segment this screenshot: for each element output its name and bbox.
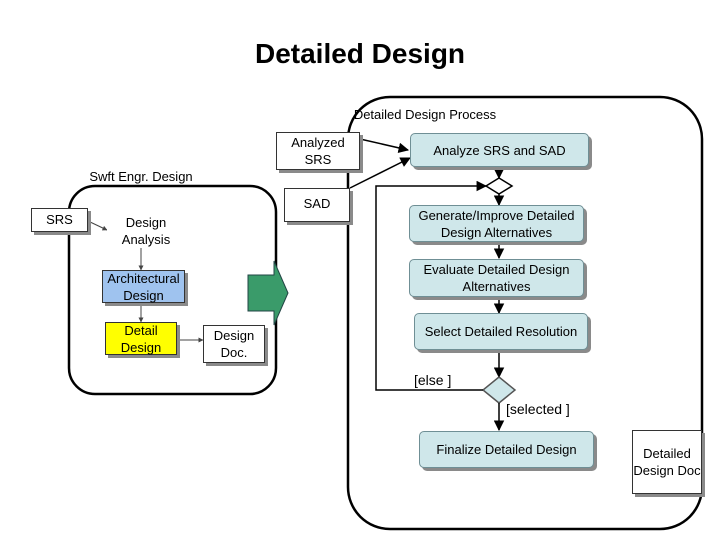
detail-design-text: Detail Design — [120, 322, 162, 355]
arrow-srs-analysis — [87, 220, 108, 231]
arrow-sad — [349, 157, 411, 189]
sad-box: SAD — [284, 188, 350, 222]
architectural-design-box: Architectural Design — [102, 270, 185, 303]
srs-text: SRS — [46, 212, 73, 227]
step-evaluate: Evaluate Detailed Design Alternatives — [409, 259, 584, 297]
merge-diamond — [484, 177, 514, 195]
step-select-text: Select Detailed Resolution — [424, 324, 578, 339]
arrow-analyzed-srs — [359, 138, 410, 154]
big-green-arrow — [247, 260, 289, 326]
arrow-else-loop — [375, 180, 488, 391]
sad-text: SAD — [303, 196, 331, 211]
process-frame — [346, 95, 704, 531]
detail-design-box: Detail Design — [105, 322, 177, 355]
design-analysis-text: Design Analysis — [121, 214, 171, 247]
guard-else: [else ] — [414, 372, 452, 388]
architectural-design-text: Architectural Design — [107, 270, 180, 303]
design-doc-box: Design Doc. — [203, 325, 265, 363]
step-finalize-text: Finalize Detailed Design — [436, 442, 577, 457]
step-finalize: Finalize Detailed Design — [419, 431, 594, 468]
swft-label: Swft Engr. Design — [89, 169, 193, 184]
step-select: Select Detailed Resolution — [414, 313, 588, 350]
analyzed-srs-box: Analyzed SRS — [276, 132, 360, 170]
step-generate-text: Generate/Improve Detailed Design Alterna… — [418, 207, 575, 240]
step-analyze: Analyze SRS and SAD — [410, 133, 589, 167]
page-title: Detailed Design — [254, 38, 466, 69]
analyzed-srs-text: Analyzed SRS — [291, 135, 345, 167]
output-detailed-design-doc: Detailed Design Doc — [632, 430, 702, 494]
design-doc-text: Design Doc. — [213, 328, 255, 360]
srs-box: SRS — [31, 208, 88, 232]
step-analyze-text: Analyze SRS and SAD — [433, 142, 566, 158]
step-evaluate-text: Evaluate Detailed Design Alternatives — [423, 262, 570, 294]
process-label: Detailed Design Process — [353, 107, 497, 122]
guard-selected: [selected ] — [506, 401, 570, 417]
design-analysis-box: Design Analysis — [107, 213, 185, 248]
output-text: Detailed Design Doc — [633, 446, 701, 478]
decision-diamond — [481, 376, 517, 404]
step-generate: Generate/Improve Detailed Design Alterna… — [409, 205, 584, 242]
